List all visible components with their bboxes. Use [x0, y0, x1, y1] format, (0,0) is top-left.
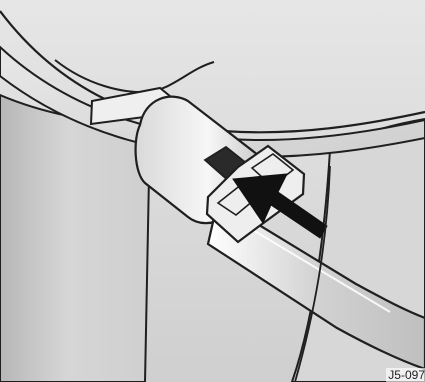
- figure-code-label: J5-097: [386, 368, 425, 382]
